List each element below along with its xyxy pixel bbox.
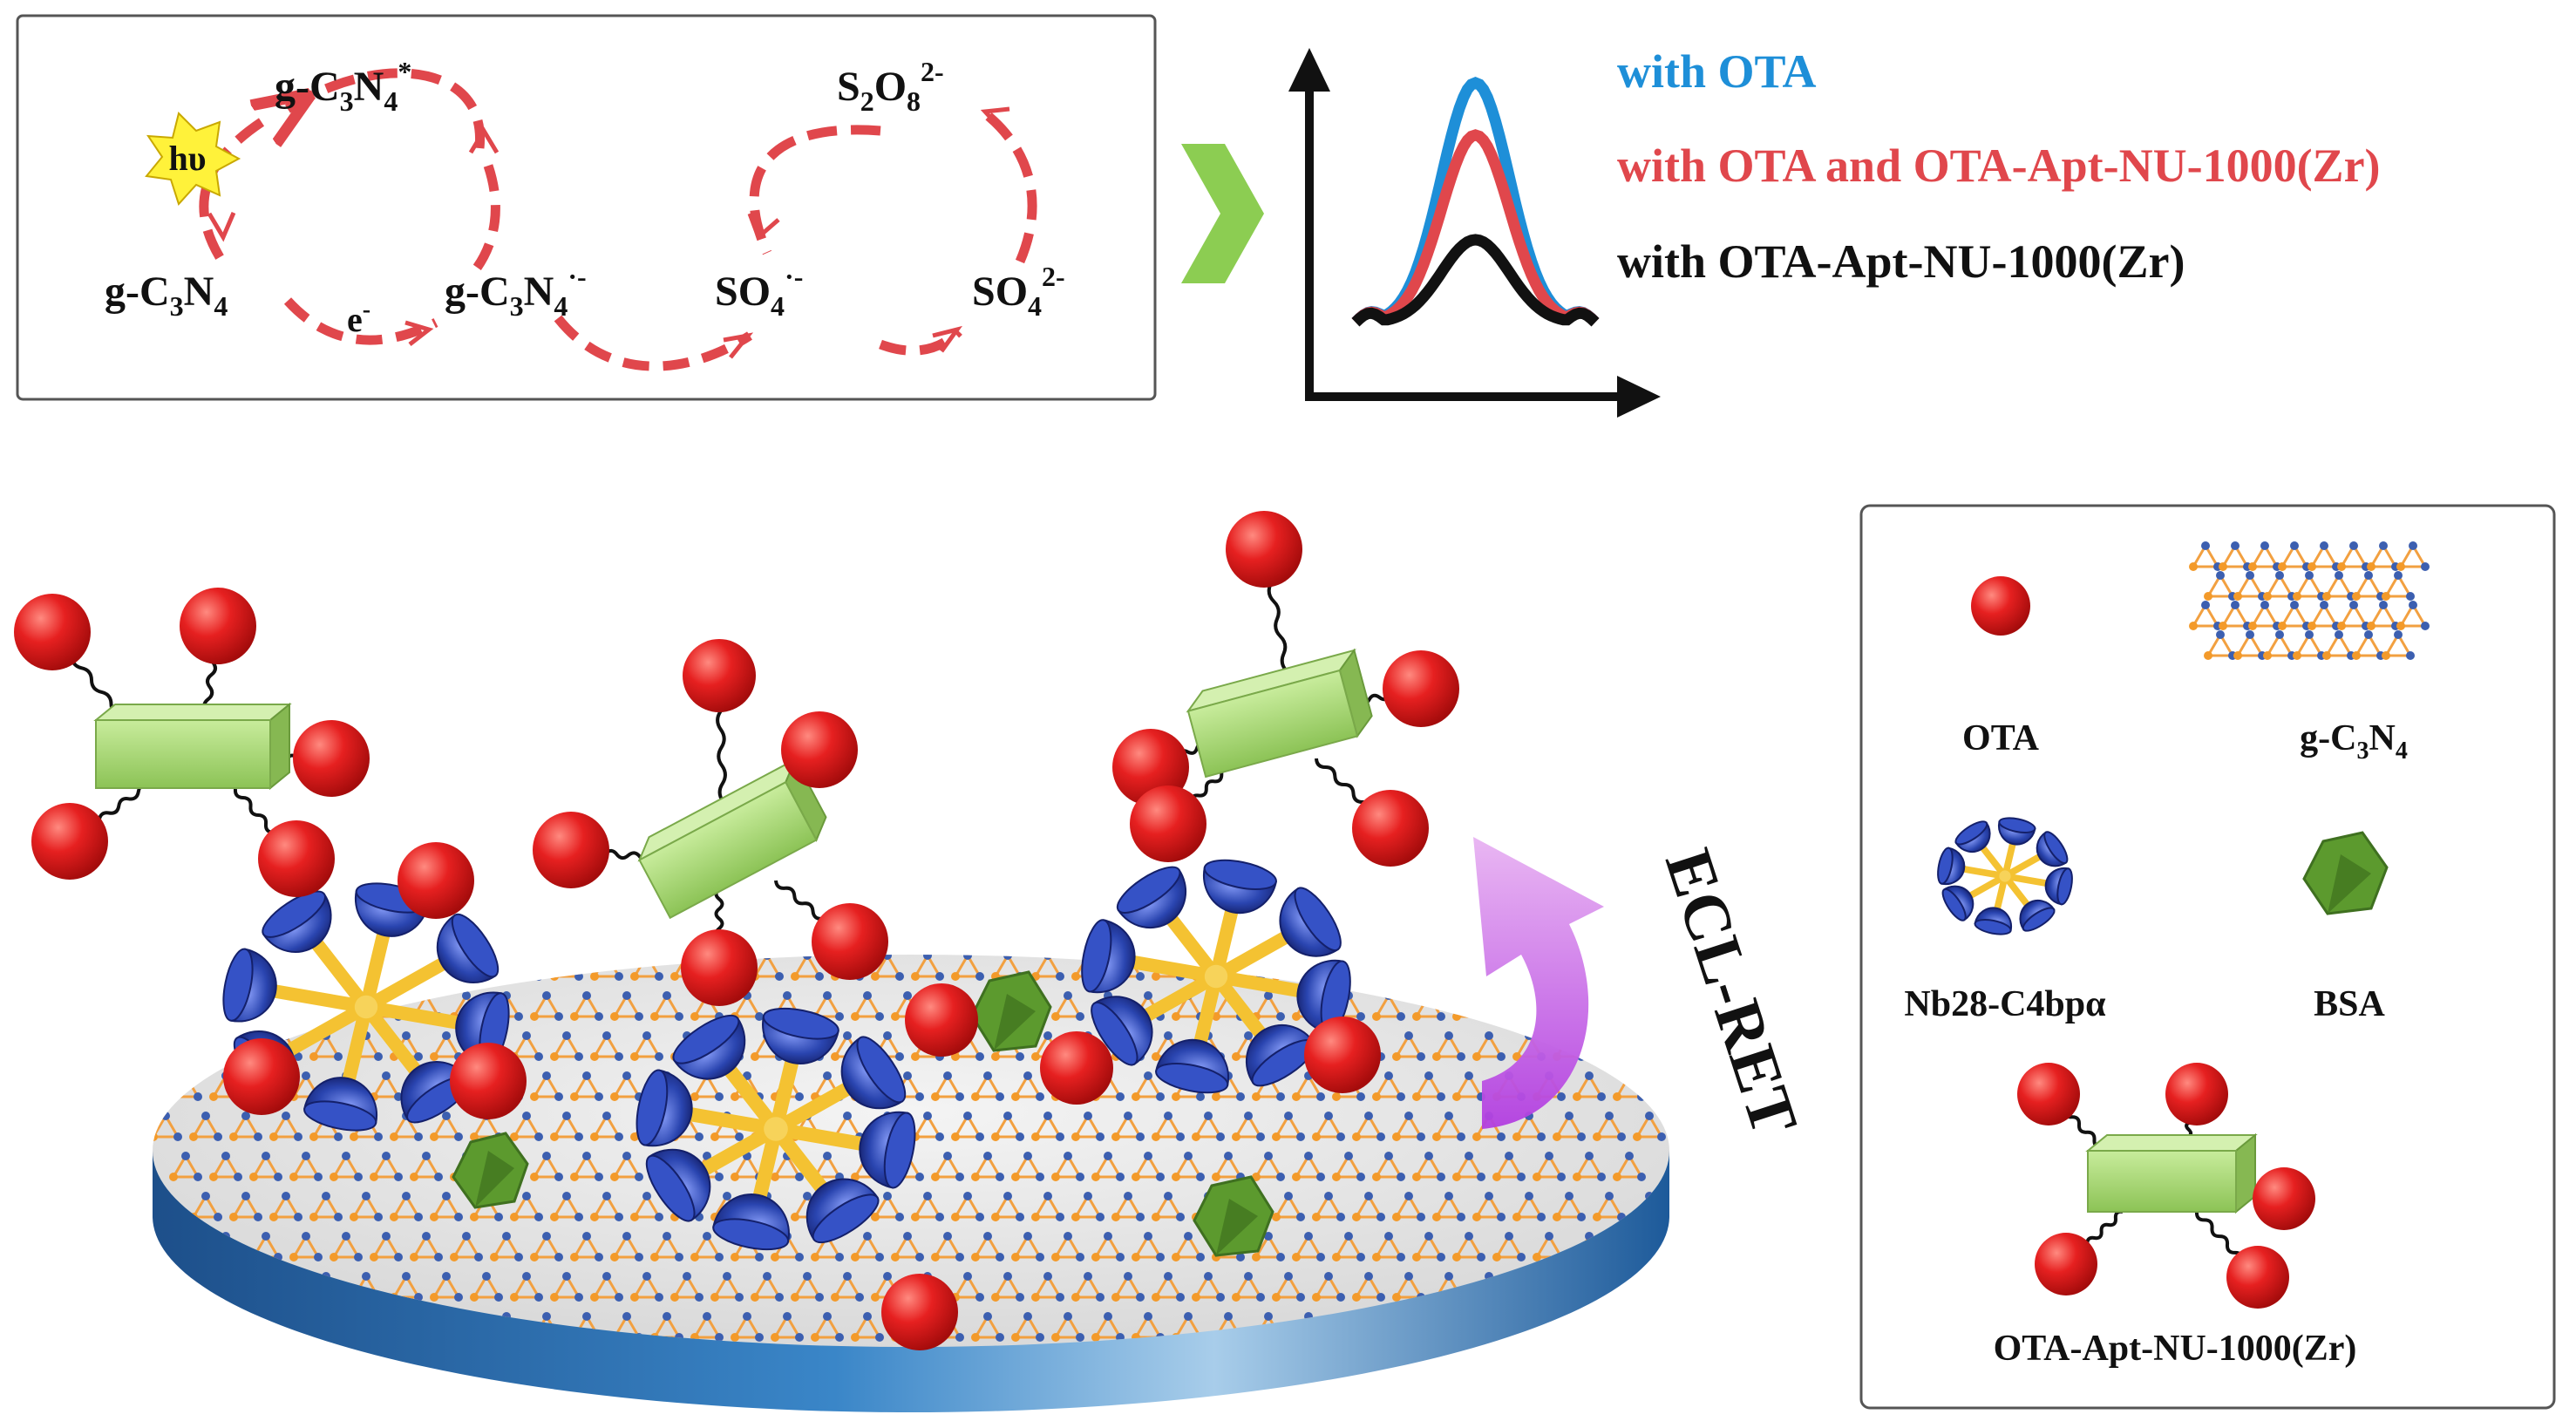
legend-item-with-ota-and-probe: with OTA and OTA-Apt-NU-1000(Zr) — [1617, 139, 2381, 192]
cycle-top-arc — [288, 68, 485, 149]
probe-assemblies — [14, 511, 1459, 1350]
light-burst-icon — [145, 112, 241, 206]
bsa-particle — [1193, 1175, 1274, 1257]
radical-gcn-label: g-C3N4·- — [445, 261, 587, 322]
cycle-right-arc — [471, 164, 500, 274]
mechanism-frame — [16, 14, 1157, 401]
sulfate-radical-label: SO4·- — [715, 261, 803, 322]
ground-gcn-label: g-C3N4 — [105, 269, 228, 322]
legend-item-with-ota: with OTA — [1617, 45, 1817, 98]
key-bsa-icon — [2302, 831, 2389, 915]
key-ota-label: OTA — [1962, 718, 2040, 758]
persulfate-label: S2O82- — [837, 56, 944, 117]
arrowhead-2 — [468, 126, 500, 154]
electron-arc — [283, 297, 438, 345]
curve-with-probe — [1351, 234, 1600, 327]
key-bsa-label: BSA — [2314, 984, 2385, 1024]
arrowhead-5 — [747, 213, 780, 241]
hv-label: hυ — [168, 139, 206, 178]
arrowhead-1 — [207, 212, 236, 242]
sulfate-label: SO42- — [972, 261, 1065, 322]
signal-sketch — [1288, 48, 1661, 418]
legend-item-with-probe: with OTA-Apt-NU-1000(Zr) — [1617, 235, 2185, 288]
x-axis-arrow — [1617, 376, 1661, 418]
cycle-left-arc — [199, 118, 265, 264]
excited-gcn-label: g-C3N4* — [275, 56, 411, 117]
sulfate-arc — [879, 327, 962, 356]
electron-label: e- — [347, 296, 370, 339]
green-chevron-arrow — [1181, 144, 1264, 283]
key-frame — [1859, 504, 2556, 1410]
ecl-ret-label: ECL-RET — [1651, 840, 1811, 1143]
legend-key-panel: OTA g-C3N4 Nb28-C4bpα BSA OTA-Apt-NU-100… — [1859, 504, 2556, 1410]
key-probe-icon — [2017, 1063, 2315, 1309]
arrowhead-6 — [932, 325, 963, 353]
curve-with-ota — [1351, 76, 1600, 327]
key-nb28-icon — [1937, 817, 2073, 935]
arrowhead-3 — [404, 320, 434, 346]
ecl-ret-arrow — [1473, 837, 1604, 1129]
arrowhead-7 — [980, 106, 1010, 133]
key-ota-sphere — [1971, 576, 2030, 636]
key-probe-label: OTA-Apt-NU-1000(Zr) — [1994, 1329, 2357, 1369]
y-axis-arrow — [1288, 48, 1330, 92]
mechanism-panel: hυ g-C3N4* g-C3N4 g-C3N4·- e- S2O82- SO4… — [16, 14, 1157, 401]
key-nb28-label: Nb28-C4bpα — [1904, 984, 2106, 1024]
curve-with-ota-and-probe — [1351, 129, 1600, 327]
arrowhead-4 — [723, 332, 754, 359]
persulfate-arc — [749, 125, 881, 255]
key-gcn-label: g-C3N4 — [2300, 718, 2408, 765]
bsa-particle — [452, 1132, 529, 1209]
curve-legend: with OTA with OTA and OTA-Apt-NU-1000(Zr… — [1617, 45, 2381, 288]
key-gcn-sheet — [2189, 541, 2430, 660]
transfer-arc — [554, 315, 752, 371]
